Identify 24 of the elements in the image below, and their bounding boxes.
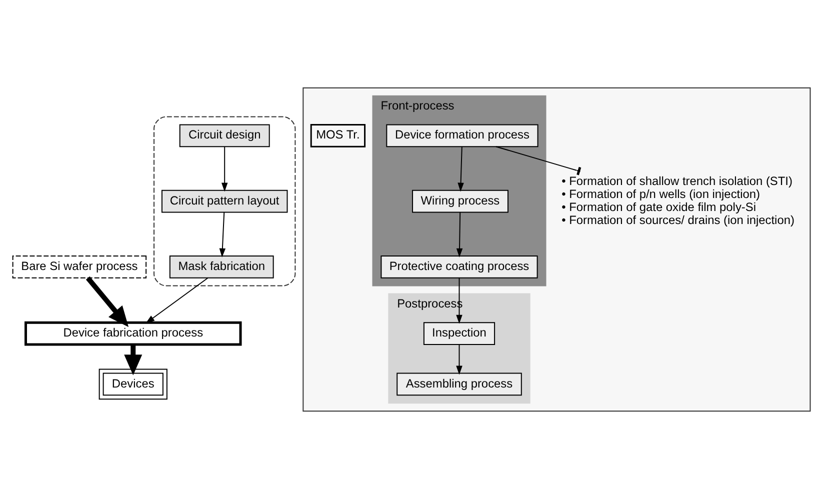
node-box: Devices bbox=[98, 368, 168, 400]
node-box: Inspection bbox=[423, 322, 496, 345]
node-box: Device fabrication process bbox=[24, 321, 242, 346]
arrow bbox=[146, 278, 208, 324]
node-box: Protective coating process bbox=[380, 255, 538, 278]
arrow bbox=[458, 146, 464, 192]
cluster bbox=[302, 87, 811, 412]
node-box: Device formation process bbox=[386, 124, 538, 148]
node-box: MOS Tr. bbox=[310, 124, 366, 148]
arrow bbox=[456, 344, 462, 375]
arrow bbox=[456, 212, 463, 258]
node-box: Circuit design bbox=[179, 124, 270, 148]
node-box: Wiring process bbox=[412, 190, 508, 213]
arrow bbox=[221, 146, 228, 192]
arrow bbox=[86, 276, 129, 328]
arrow bbox=[124, 344, 142, 376]
node-box: Bare Si wafer process bbox=[12, 255, 147, 278]
connector bbox=[495, 146, 582, 176]
cluster bbox=[154, 116, 296, 286]
node-box: Assembling process bbox=[396, 372, 522, 396]
node-box: Mask fabrication bbox=[169, 255, 274, 278]
node-text: • Formation of shallow trench isolation (STI) • Formation of p/n wells (ion injection) • Formation of gate oxide film poly-Si • Formation of sources/ drains (ion injection) bbox=[562, 174, 794, 227]
arrow bbox=[219, 212, 226, 258]
node-box: Circuit pattern layout bbox=[161, 190, 288, 213]
